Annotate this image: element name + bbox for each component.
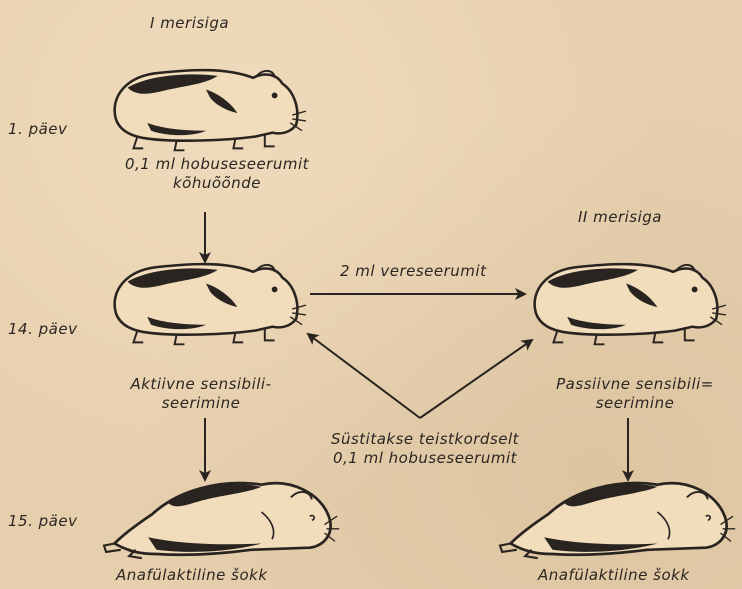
guinea-pig-1-day14: [115, 264, 306, 344]
shock-label-right: Anafülaktiline šokk: [538, 566, 690, 585]
arrow-reinject-right: [420, 340, 532, 418]
guinea-pig-2-day15-shock: [500, 483, 735, 558]
injection-label: 0,1 ml hobuseseerumit kõhuõõnde: [112, 155, 322, 193]
title-guinea-pig-1: I merisiga: [150, 14, 229, 33]
reinjection-label: Süstitakse teistkordselt 0,1 ml hobusese…: [305, 430, 545, 468]
passive-sensitization-label: Passiivne sensibili= seerimine: [540, 375, 730, 413]
day-14-label: 14. päev: [8, 320, 77, 339]
title-guinea-pig-2: II merisiga: [578, 208, 662, 227]
shock-label-left: Anafülaktiline šokk: [116, 566, 268, 585]
passive-line-1: Passiivne sensibili=: [540, 375, 730, 394]
active-line-1: Aktiivne sensibili-: [96, 375, 306, 394]
passive-line-2: seerimine: [540, 394, 730, 413]
transfer-label: 2 ml vereseerumit: [340, 262, 486, 281]
guinea-pig-1-day1: [115, 70, 306, 150]
reinject-line-2: 0,1 ml hobuseseerumit: [305, 449, 545, 468]
injection-line-2: kõhuõõnde: [112, 174, 322, 193]
injection-line-1: 0,1 ml hobuseseerumit: [112, 155, 322, 174]
active-line-2: seerimine: [96, 394, 306, 413]
arrow-reinject-left: [308, 334, 420, 418]
day-15-label: 15. päev: [8, 512, 77, 531]
guinea-pig-2-day14: [535, 264, 726, 344]
day-1-label: 1. päev: [8, 120, 67, 139]
active-sensitization-label: Aktiivne sensibili- seerimine: [96, 375, 306, 413]
guinea-pig-1-day15-shock: [104, 483, 339, 558]
reinject-line-1: Süstitakse teistkordselt: [305, 430, 545, 449]
